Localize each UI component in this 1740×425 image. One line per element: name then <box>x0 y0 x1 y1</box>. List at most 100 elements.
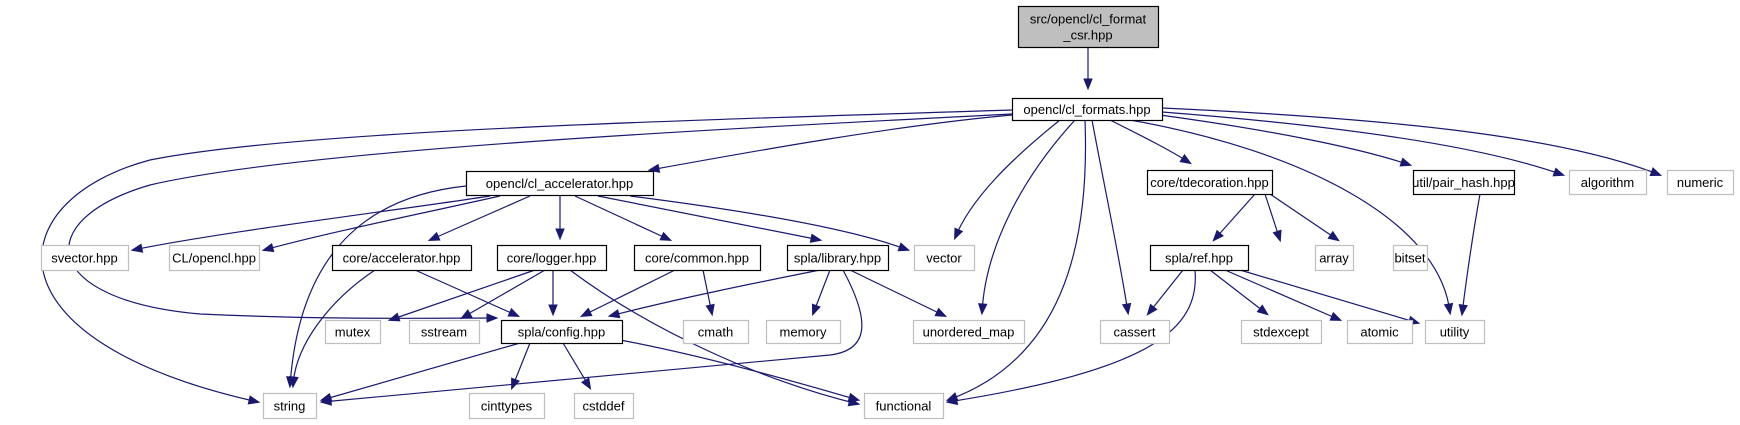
edge-line <box>461 269 546 319</box>
node-root[interactable]: src/opencl/cl_format_csr.hpp <box>1017 5 1160 49</box>
edge-tdecoration-to-bitset <box>1269 193 1340 242</box>
edge-cl_formats-to-config <box>68 113 1013 323</box>
node-tdecoration[interactable]: core/tdecoration.hpp <box>1146 169 1274 196</box>
edge-line <box>389 269 536 321</box>
edge-line <box>1091 119 1129 314</box>
arrowhead-icon <box>579 307 593 317</box>
edge-cl_accelerator-to-common <box>574 195 673 241</box>
arrowhead-icon <box>459 309 473 320</box>
arrowhead-icon <box>387 312 401 322</box>
node-pair-hash[interactable]: util/pair_hash.hpp <box>1412 169 1516 196</box>
node-box <box>496 244 608 272</box>
node-library[interactable]: spla/library.hpp <box>786 244 890 272</box>
edge-line <box>1109 119 1191 164</box>
node-box <box>1011 97 1164 122</box>
edge-library-to-config <box>607 269 821 319</box>
edge-line <box>41 109 1013 403</box>
node-cl-formats[interactable]: opencl/cl_formats.hpp <box>1011 97 1164 122</box>
edge-line <box>1161 107 1661 176</box>
edge-ref-to-functional <box>945 269 1196 406</box>
edge-library-to-unordered_map <box>849 269 948 317</box>
arrowhead-icon <box>809 233 823 243</box>
node-string: string <box>262 392 318 420</box>
arrowhead-icon <box>1329 311 1343 321</box>
edge-tdecoration-to-ref <box>1212 193 1256 242</box>
node-config[interactable]: spla/config.hpp <box>500 319 624 345</box>
node-label: core/common.hpp <box>645 251 749 266</box>
node-mutex: mutex <box>324 319 382 345</box>
node-accelerator[interactable]: core/accelerator.hpp <box>331 244 473 272</box>
edge-common-to-cmath <box>702 269 715 317</box>
node-box <box>912 319 1026 345</box>
node-box <box>1568 169 1648 196</box>
node-label: functional <box>876 399 932 414</box>
arrowhead-icon <box>659 231 673 241</box>
arrowhead-icon <box>847 392 861 402</box>
node-label: cassert <box>1114 325 1156 340</box>
node-cmath: cmath <box>682 319 750 345</box>
node-label: CL/opencl.hpp <box>172 251 256 266</box>
arrowhead-icon <box>1083 78 1093 91</box>
node-ref[interactable]: spla/ref.hpp <box>1149 244 1250 272</box>
edge-cl_formats-to-pair_hash <box>1159 114 1413 167</box>
node-label: bitset <box>1394 251 1425 266</box>
node-logger[interactable]: core/logger.hpp <box>496 244 608 272</box>
node-box <box>913 244 976 272</box>
edge-line <box>1213 193 1256 241</box>
edge-logger-to-sstream <box>459 269 546 320</box>
edge-config-to-cstddef <box>562 342 592 391</box>
arrowhead-icon <box>486 313 499 323</box>
edge-line <box>1461 193 1481 315</box>
nodes-layer: src/opencl/cl_format_csr.hpp opencl/cl_fo… <box>40 5 1735 420</box>
node-sstream: sstream <box>408 319 481 345</box>
node-box <box>1240 319 1323 345</box>
node-label: utility <box>1440 325 1470 340</box>
node-label: util/pair_hash.hpp <box>1412 175 1515 190</box>
edge-cl_formats-to-cl_accelerator <box>647 114 1013 173</box>
node-algorithm: algorithm <box>1568 169 1648 196</box>
edge-config-to-string <box>319 342 521 402</box>
edge-cl_accelerator-to-svector <box>130 195 491 253</box>
node-box <box>1017 5 1160 49</box>
arrowhead-icon <box>811 303 821 317</box>
arrowhead-icon <box>1327 230 1340 242</box>
node-box <box>863 392 945 420</box>
edge-line <box>263 195 501 251</box>
node-label: core/tdecoration.hpp <box>1150 175 1269 190</box>
node-box <box>500 319 624 345</box>
arrowhead-icon <box>1179 153 1192 165</box>
node-cl-accelerator[interactable]: opencl/cl_accelerator.hpp <box>465 170 655 197</box>
edge-library-to-memory <box>811 269 831 317</box>
edge-line <box>981 119 1076 314</box>
node-box <box>1412 169 1516 196</box>
arrowhead-icon <box>289 376 299 389</box>
node-functional: functional <box>863 392 945 420</box>
edge-line <box>954 119 1061 239</box>
node-label: mutex <box>335 325 371 340</box>
edge-config-to-functional <box>619 339 861 402</box>
node-box <box>1666 169 1735 196</box>
edge-logger-to-config <box>548 270 558 317</box>
node-box <box>331 244 473 272</box>
node-label: array <box>1319 251 1349 266</box>
edge-cl_accelerator-to-logger <box>555 196 565 241</box>
edge-line <box>581 269 676 317</box>
edge-line <box>849 269 946 317</box>
edge-line <box>947 269 1196 403</box>
arrowhead-icon <box>1458 304 1468 317</box>
node-box <box>324 319 382 345</box>
edge-cl_formats-to-tdecoration <box>1109 119 1192 165</box>
arrowhead-icon <box>647 163 661 173</box>
arrowhead-icon <box>1212 229 1224 242</box>
edge-cl_formats-to-string <box>41 109 1013 405</box>
arrowhead-icon <box>261 242 275 253</box>
node-numeric: numeric <box>1666 169 1735 196</box>
edge-logger-to-mutex <box>387 269 536 322</box>
edge-line <box>574 195 671 241</box>
node-label: vector <box>926 251 962 266</box>
node-box <box>465 170 655 197</box>
node-label: svector.hpp <box>51 251 118 266</box>
arrowhead-icon <box>1256 304 1269 316</box>
edge-pair_hash-to-utility <box>1458 193 1481 317</box>
node-common[interactable]: core/common.hpp <box>633 244 762 272</box>
